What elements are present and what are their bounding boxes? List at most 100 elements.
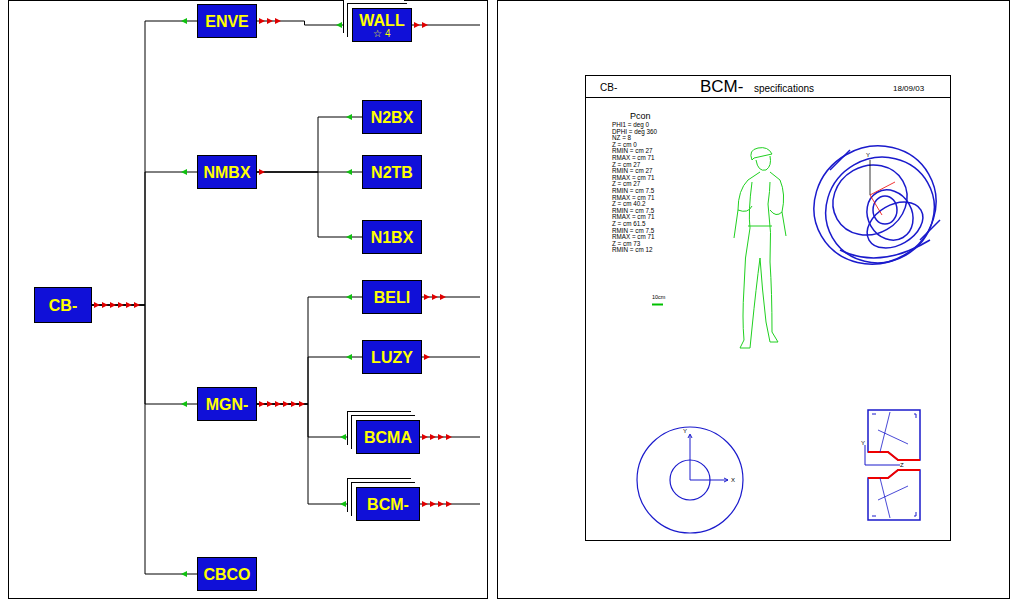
iso-view [792, 124, 957, 286]
flow-marker [181, 571, 187, 577]
flow-marker [110, 302, 116, 308]
volume-name: BELI [374, 289, 410, 306]
volume-name: N1BX [371, 229, 414, 246]
parameter-text: PHI1 = deg 0 [612, 122, 649, 128]
parameter-text: Z = cm 40.2 [612, 201, 645, 207]
copy-count: ☆ 4 [373, 29, 390, 39]
tree-connector [257, 172, 362, 237]
flow-marker [259, 401, 265, 407]
tree-connector [92, 305, 197, 574]
scale-figure [734, 148, 786, 348]
tree-connector [257, 357, 362, 404]
flow-marker [422, 22, 428, 28]
volume-name: BCM- [367, 496, 409, 513]
flow-marker [299, 401, 305, 407]
parameter-text: RMAX = cm 71 [612, 214, 655, 220]
flow-marker [181, 401, 187, 407]
header-text: BCM- [700, 78, 743, 95]
parameter-text: RMAX = cm 71 [612, 175, 655, 181]
process-box: ENVE [197, 4, 257, 38]
volume-name: NMBX [203, 164, 250, 181]
parameter-text: RMIN = cm 7.5 [612, 228, 654, 234]
parameter-text: Z = cm 27 [612, 181, 640, 187]
header-text: specifications [754, 84, 814, 94]
parameter-text: RMAX = cm 71 [612, 234, 655, 240]
flow-marker [422, 434, 428, 440]
flow-marker [259, 169, 265, 175]
scale-bar [652, 304, 663, 306]
flow-marker [422, 501, 428, 507]
flow-marker [340, 434, 346, 440]
parameter-text: RMIN = cm 27 [612, 168, 652, 174]
parameter-text: RMIN = cm 7.5 [612, 208, 654, 214]
panel-frame [498, 1, 1010, 599]
tree-connector [257, 117, 362, 172]
parameter-text: RMIN = cm 7.5 [612, 188, 654, 194]
parameter-text: RMIN = cm 12 [612, 247, 652, 253]
parameter-text: RMAX = cm 71 [612, 195, 655, 201]
flow-marker [424, 354, 430, 360]
process-box: LUZY [362, 340, 422, 374]
flow-marker [346, 114, 352, 120]
flow-marker [446, 501, 452, 507]
parameter-text: NZ = 8 [612, 135, 631, 141]
parameter-text: Z = cm 73 [612, 241, 640, 247]
process-box: BELI [362, 280, 422, 314]
axis-label: 10cm [652, 295, 665, 301]
flow-marker [438, 434, 444, 440]
volume-name: MGN- [206, 396, 249, 413]
continuation-line [422, 357, 480, 358]
flow-marker [94, 302, 100, 308]
volume-name: CBCO [203, 566, 250, 583]
flow-marker [346, 169, 352, 175]
flow-marker [440, 294, 446, 300]
process-box: BCMA [356, 420, 420, 454]
flow-marker [275, 18, 281, 24]
flow-marker [134, 302, 140, 308]
flow-marker [446, 434, 452, 440]
process-box: CBCO [197, 557, 257, 591]
axis-label: Y [683, 428, 687, 434]
flow-marker [259, 18, 265, 24]
tree-connector [92, 21, 197, 305]
header-text: 18/09/03 [893, 85, 924, 93]
parameter-text: Z = cm 27 [612, 162, 640, 168]
process-box: N2TB [362, 155, 422, 189]
flow-marker [291, 401, 297, 407]
flow-marker [181, 18, 187, 24]
parameter-text: Z = cm 0 [612, 142, 637, 148]
volume-name: WALL [359, 12, 404, 29]
tree-connector [257, 404, 356, 504]
flow-marker [414, 22, 420, 28]
tree-connector [257, 404, 356, 437]
end-view [637, 427, 743, 533]
parameter-text: RMIN = cm 27 [612, 148, 652, 154]
section-view [865, 410, 920, 520]
volume-name: BCMA [364, 429, 412, 446]
volume-name: CB- [49, 297, 77, 314]
flow-marker [430, 434, 436, 440]
continuation-line [422, 297, 480, 298]
process-box: WALL☆ 4 [352, 8, 412, 42]
flow-marker [430, 501, 436, 507]
flow-marker [267, 18, 273, 24]
parameter-text: RMAX = cm 71 [612, 155, 655, 161]
tree-connector [257, 297, 362, 404]
flow-marker [267, 401, 273, 407]
parameter-text: Pcon [630, 112, 651, 121]
flow-marker [340, 501, 346, 507]
parameter-text: Z = cm 61.5 [612, 221, 645, 227]
axis-label: Y [861, 440, 865, 446]
flow-marker [102, 302, 108, 308]
axis-label: X [731, 477, 735, 483]
process-box: BCM- [356, 487, 420, 521]
flow-marker [283, 401, 289, 407]
volume-name: N2TB [371, 164, 413, 181]
axis-label: Y [866, 152, 870, 158]
process-box: NMBX [197, 155, 257, 189]
process-box: N2BX [362, 100, 422, 134]
flow-marker [432, 294, 438, 300]
flow-marker [126, 302, 132, 308]
flow-marker [346, 234, 352, 240]
